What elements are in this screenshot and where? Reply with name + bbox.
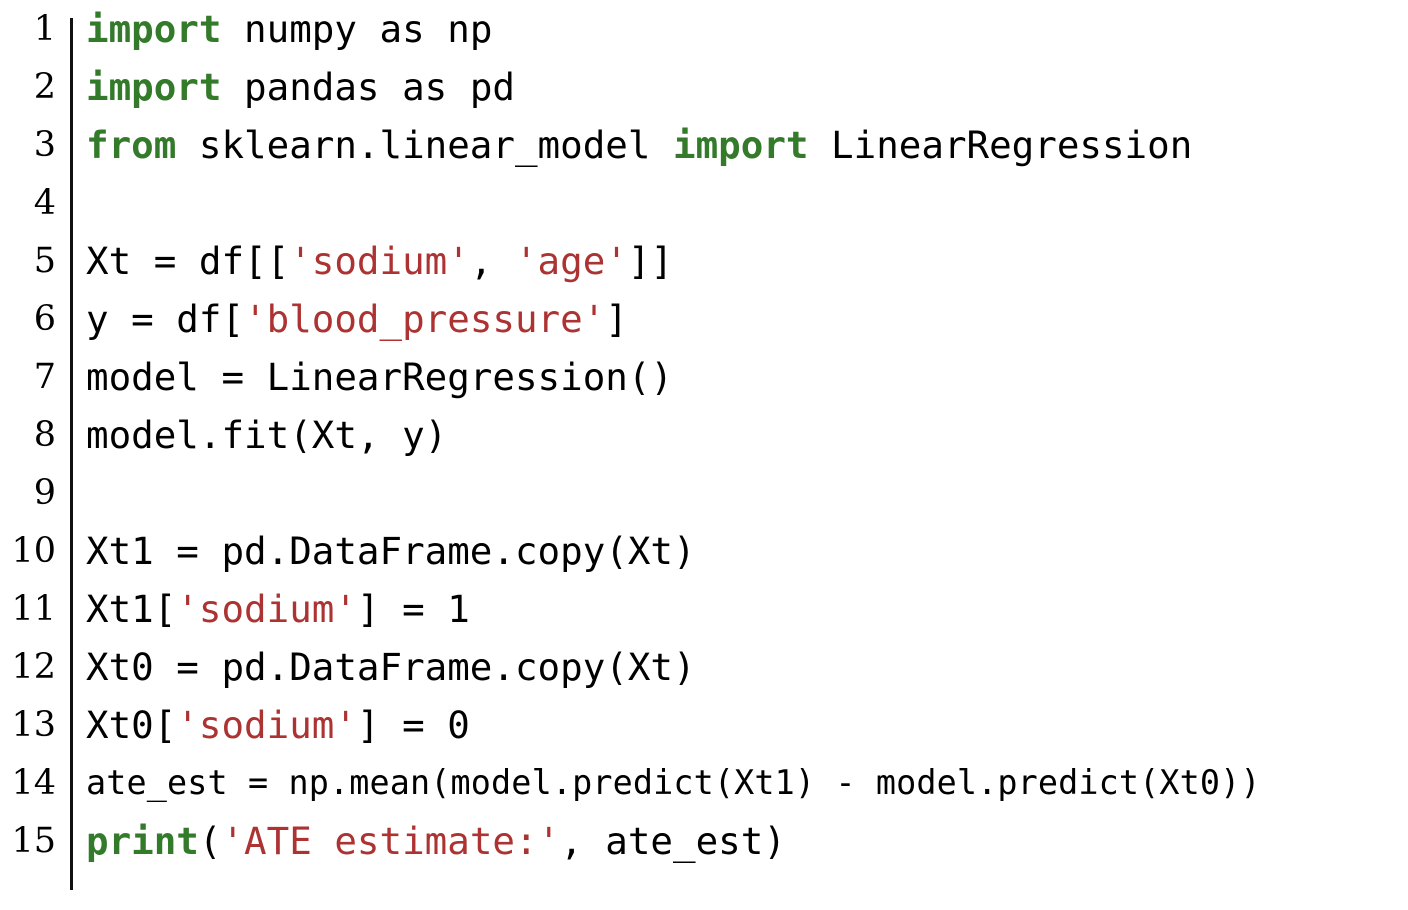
token-keyword: import [673, 123, 809, 167]
code-line[interactable]: 13 Xt0['sodium'] = 0 [0, 696, 1408, 754]
line-code[interactable]: import numpy as np [86, 0, 492, 58]
line-code[interactable]: y = df['blood_pressure'] [86, 290, 628, 348]
line-code[interactable]: Xt = df[['sodium', 'age']] [86, 232, 673, 290]
code-line[interactable]: 1 import numpy as np [0, 0, 1408, 58]
token-plain: ] = 1 [356, 587, 470, 631]
token-plain: y = df[ [86, 297, 245, 341]
gutter-separator-rule [70, 18, 73, 890]
line-code[interactable]: from sklearn.linear_model import LinearR… [86, 116, 1192, 174]
token-string: 'sodium' [176, 587, 357, 631]
line-number: 10 [11, 531, 56, 571]
line-number: 4 [33, 183, 56, 223]
token-plain: pandas as pd [221, 65, 515, 109]
line-code[interactable]: Xt1['sodium'] = 1 [86, 580, 470, 638]
token-keyword: import [86, 7, 222, 51]
token-plain: ( [198, 819, 222, 863]
line-number: 5 [33, 241, 56, 281]
code-line[interactable]: 2 import pandas as pd [0, 58, 1408, 116]
token-plain: model = LinearRegression() [86, 355, 673, 399]
code-line[interactable]: 9 [0, 464, 1408, 522]
token-plain: Xt1[ [86, 587, 177, 631]
token-plain: ate_est = np.mean(model.predict(Xt1) - m… [86, 763, 1261, 802]
token-string: 'ATE estimate:' [221, 819, 561, 863]
line-number: 2 [33, 67, 56, 107]
line-number: 15 [11, 821, 56, 861]
line-number: 6 [33, 299, 56, 339]
token-keyword: from [86, 123, 177, 167]
line-code[interactable]: Xt1 = pd.DataFrame.copy(Xt) [86, 522, 696, 580]
line-number: 11 [11, 589, 56, 629]
token-plain: numpy as np [221, 7, 493, 51]
token-keyword: import [86, 65, 222, 109]
code-line[interactable]: 15 print('ATE estimate:', ate_est) [0, 812, 1408, 870]
line-code[interactable]: model.fit(Xt, y) [86, 406, 447, 464]
token-string: 'age' [514, 239, 628, 283]
code-line[interactable]: 7 model = LinearRegression() [0, 348, 1408, 406]
token-string: 'sodium' [176, 703, 357, 747]
code-line[interactable]: 12 Xt0 = pd.DataFrame.copy(Xt) [0, 638, 1408, 696]
code-line[interactable]: 5 Xt = df[['sodium', 'age']] [0, 232, 1408, 290]
token-plain: Xt = df[[ [86, 239, 290, 283]
line-number: 14 [11, 763, 56, 803]
line-code[interactable]: Xt0 = pd.DataFrame.copy(Xt) [86, 638, 696, 696]
token-plain: LinearRegression [808, 123, 1193, 167]
code-line[interactable]: 6 y = df['blood_pressure'] [0, 290, 1408, 348]
code-line[interactable]: 8 model.fit(Xt, y) [0, 406, 1408, 464]
token-keyword: print [86, 819, 199, 863]
token-plain: , [469, 239, 515, 283]
token-plain: model.fit(Xt, y) [86, 413, 448, 457]
token-string: 'blood_pressure' [244, 297, 606, 341]
line-code[interactable]: import pandas as pd [86, 58, 515, 116]
line-code[interactable]: ate_est = np.mean(model.predict(Xt1) - m… [86, 754, 1261, 812]
token-plain: sklearn.linear_model [176, 123, 674, 167]
line-number: 3 [33, 125, 56, 165]
token-plain: , ate_est) [560, 819, 786, 863]
code-line[interactable]: 14 ate_est = np.mean(model.predict(Xt1) -… [0, 754, 1408, 812]
code-line[interactable]: 11 Xt1['sodium'] = 1 [0, 580, 1408, 638]
token-plain: Xt0[ [86, 703, 177, 747]
token-plain: ] [605, 297, 628, 341]
code-line[interactable]: 10 Xt1 = pd.DataFrame.copy(Xt) [0, 522, 1408, 580]
line-code[interactable]: model = LinearRegression() [86, 348, 673, 406]
code-line[interactable]: 3 from sklearn.linear_model import Linear… [0, 116, 1408, 174]
token-plain: ]] [627, 239, 674, 283]
line-number: 8 [33, 415, 56, 455]
line-number: 9 [33, 473, 56, 513]
line-number: 13 [11, 705, 56, 745]
line-number: 7 [33, 357, 56, 397]
line-code[interactable]: print('ATE estimate:', ate_est) [86, 812, 786, 870]
token-plain: Xt1 = pd.DataFrame.copy(Xt) [86, 529, 696, 573]
line-number: 1 [33, 9, 56, 49]
token-string: 'sodium' [289, 239, 470, 283]
line-number: 12 [11, 647, 56, 687]
code-line[interactable]: 4 [0, 174, 1408, 232]
token-plain: Xt0 = pd.DataFrame.copy(Xt) [86, 645, 696, 689]
token-plain: ] = 0 [356, 703, 470, 747]
line-code[interactable]: Xt0['sodium'] = 0 [86, 696, 470, 754]
